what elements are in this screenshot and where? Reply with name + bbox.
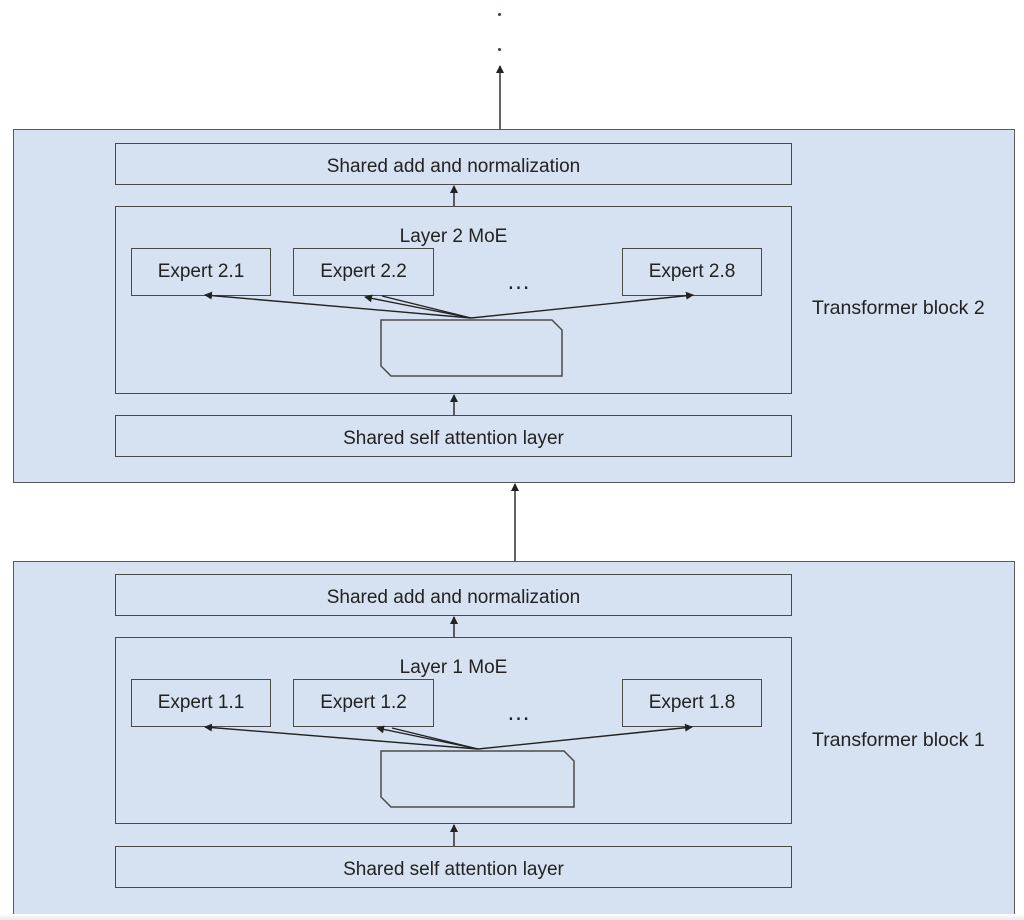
block1-moe-title: Layer 1 MoE: [399, 657, 508, 678]
block2-router-label: Router (pick 2): [409, 337, 534, 358]
block2-expert-2-1: Expert 2.1: [131, 248, 271, 296]
block2-add-norm-layer: Shared add and normalization: [115, 143, 792, 185]
block2-label: Transformer block 2: [812, 297, 985, 319]
block2-experts-ellipsis: …: [506, 268, 534, 295]
block1-self-attention-layer: Shared self attention layer: [115, 846, 792, 888]
block1-add-norm-layer: Shared add and normalization: [115, 574, 792, 616]
continuation-dot: [498, 48, 501, 51]
continuation-dot: [498, 13, 501, 16]
block2-expert-2-8: Expert 2.8: [622, 248, 762, 296]
block1-router-label: Router (pick 2): [415, 768, 540, 789]
block1-experts-ellipsis: …: [506, 699, 534, 726]
block2-self-attention-layer: Shared self attention layer: [115, 415, 792, 457]
block2-moe-title: Layer 2 MoE: [399, 226, 508, 247]
block1-expert-1-2: Expert 1.2: [293, 679, 434, 727]
block1-expert-1-8: Expert 1.8: [622, 679, 762, 727]
bottom-edge-shadow: [0, 914, 1024, 920]
block1-label: Transformer block 1: [812, 729, 985, 751]
block2-expert-2-2: Expert 2.2: [293, 248, 434, 296]
block1-expert-1-1: Expert 1.1: [131, 679, 271, 727]
